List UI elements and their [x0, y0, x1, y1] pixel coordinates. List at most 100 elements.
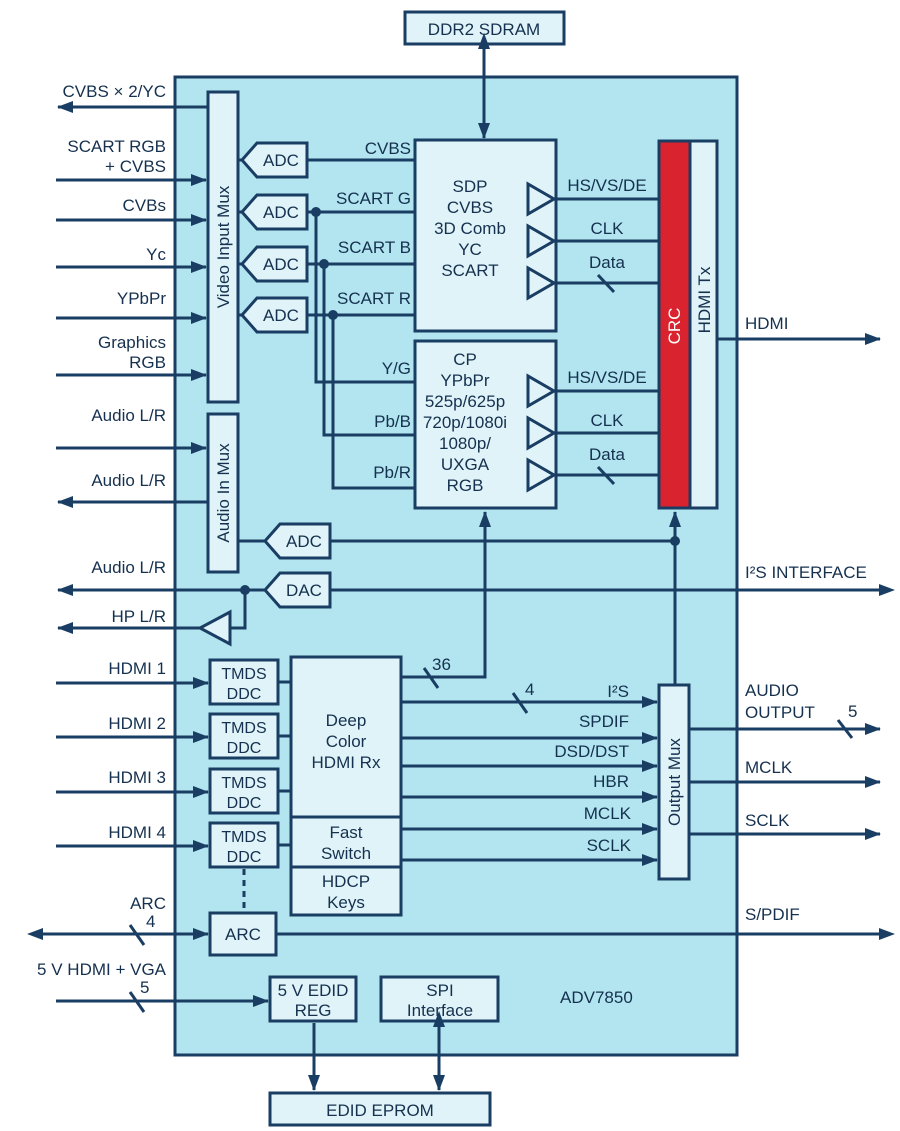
mclk-label: MCLK: [584, 804, 632, 823]
audio-in-label: Audio L/R: [91, 406, 166, 425]
cvbs-in-label: CVBs: [123, 196, 166, 215]
tmds-label: TMDS: [221, 720, 266, 737]
sdp-line: SDP: [453, 177, 488, 196]
adc-label: ADC: [263, 203, 299, 222]
hdmi-tx-block: [688, 139, 719, 510]
buffer-icon: [526, 415, 558, 451]
buffer-icon: [526, 457, 558, 493]
hp-label: HP L/R: [112, 607, 167, 626]
scart-r-label: SCART R: [337, 289, 411, 308]
fast-switch-line: Switch: [321, 844, 371, 863]
hdmi-rx-line: HDMI Rx: [312, 753, 381, 772]
adc-label: ADC: [263, 151, 299, 170]
chip-name: ADV7850: [560, 988, 633, 1007]
hdcp-keys-block: [289, 865, 403, 917]
hdmi4-label: HDMI 4: [108, 823, 166, 842]
scart-rgb-label-2: + CVBS: [105, 157, 166, 176]
hdmi-rx-line: Deep: [326, 711, 367, 730]
ypbpr-label: YPbPr: [117, 289, 166, 308]
cp-line: UXGA: [441, 455, 490, 474]
tmds-label: TMDS: [221, 829, 266, 846]
cp-line: 525p/625p: [425, 392, 505, 411]
arc-block: [208, 911, 278, 957]
tmds-ddc-3: TMDS DDC: [208, 767, 280, 815]
sclk-label: SCLK: [587, 836, 632, 855]
audio-output-label-1: AUDIO: [745, 681, 799, 700]
dac-audio: DAC: [262, 571, 332, 609]
crc-label: CRC: [665, 308, 684, 345]
tmds-label: TMDS: [221, 775, 266, 792]
adc-scart-b: ADC: [239, 245, 309, 283]
v5-bus-label: 5: [140, 978, 149, 997]
arc-block-label: ARC: [225, 925, 261, 944]
ddc-label: DDC: [227, 686, 262, 703]
tmds-ddc-1: TMDS DDC: [208, 658, 280, 706]
bus36-label: 36: [432, 655, 451, 674]
cvbs-signal-label: CVBS: [365, 139, 411, 158]
arc-bus-label: 4: [146, 912, 155, 931]
data-label: Data: [589, 253, 625, 272]
audio-out1-label: Audio L/R: [91, 471, 166, 490]
hp-amp-feed: [230, 590, 247, 630]
hdcp-line: Keys: [327, 893, 365, 912]
output-mux-label: Output Mux: [665, 738, 684, 826]
i2s-interface-label: I²S INTERFACE: [745, 563, 867, 582]
tmds-ddc-2: TMDS DDC: [208, 712, 280, 760]
video-input-mux: [206, 90, 240, 404]
bus4-label: 4: [525, 680, 534, 699]
edid-eprom-block: [268, 1091, 492, 1127]
spi-line: SPI: [426, 981, 453, 1000]
edid-reg-block: [268, 975, 358, 1023]
graphics-label-2: RGB: [129, 353, 166, 372]
adc-label: ADC: [263, 255, 299, 274]
hdmi3-label: HDMI 3: [108, 768, 166, 787]
clk-label: CLK: [590, 411, 624, 430]
ddr2-label: DDR2 SDRAM: [428, 20, 540, 39]
pbb-label: Pb/B: [374, 412, 411, 431]
i2s-label: I²S: [607, 682, 629, 701]
cp-line: YPbPr: [440, 371, 489, 390]
pbr-label: Pb/R: [373, 463, 411, 482]
adc-label: ADC: [263, 306, 299, 325]
hbr-label: HBR: [593, 772, 629, 791]
audio-out2-label: Audio L/R: [91, 558, 166, 577]
dsd-label: DSD/DST: [554, 742, 629, 761]
video-input-mux-label: Video Input Mux: [214, 185, 233, 308]
sdp-line: CVBS: [447, 198, 493, 217]
buffer-icon: [526, 373, 558, 409]
spdif-label: SPDIF: [579, 712, 629, 731]
yc-label: Yc: [146, 245, 166, 264]
scart-rgb-label-1: SCART RGB: [67, 137, 166, 156]
sclk-out-label: SCLK: [745, 811, 790, 830]
audio-output-label-2: OUTPUT: [745, 703, 815, 722]
spi-line: Interface: [407, 1001, 473, 1020]
sdp-line: 3D Comb: [434, 219, 506, 238]
edid-eprom-label: EDID EPROM: [326, 1101, 434, 1120]
adc-label: ADC: [286, 532, 322, 551]
audio-in-mux-label: Audio In Mux: [214, 443, 233, 543]
adc-audio: ADC: [262, 522, 332, 560]
hdmi2-label: HDMI 2: [108, 714, 166, 733]
v5-label: 5 V HDMI + VGA: [37, 960, 167, 979]
mclk-out-label: MCLK: [745, 758, 793, 777]
adc-scart-r: ADC: [239, 296, 309, 334]
clk-label: CLK: [590, 219, 624, 238]
cp-line: CP: [453, 350, 477, 369]
tmds-ddc-4: TMDS DDC: [208, 821, 280, 869]
buffer-icon: [526, 265, 558, 301]
edid-reg-line: 5 V EDID: [278, 981, 349, 1000]
ddc-label: DDC: [227, 795, 262, 812]
adc-cvbs: ADC: [239, 141, 309, 179]
buffer-icon: [526, 223, 558, 259]
hdmi-tx-label: HDMI Tx: [695, 266, 714, 333]
graphics-label-1: Graphics: [98, 333, 166, 352]
dac-label: DAC: [286, 581, 322, 600]
cp-line: 720p/1080i: [423, 413, 507, 432]
hsvsde-label: HS/VS/DE: [567, 368, 646, 387]
sdp-line: SCART: [441, 261, 498, 280]
hsvsde-label: HS/VS/DE: [567, 176, 646, 195]
scart-b-label: SCART B: [338, 238, 411, 257]
cp-line: RGB: [447, 476, 484, 495]
tmds-label: TMDS: [221, 666, 266, 683]
